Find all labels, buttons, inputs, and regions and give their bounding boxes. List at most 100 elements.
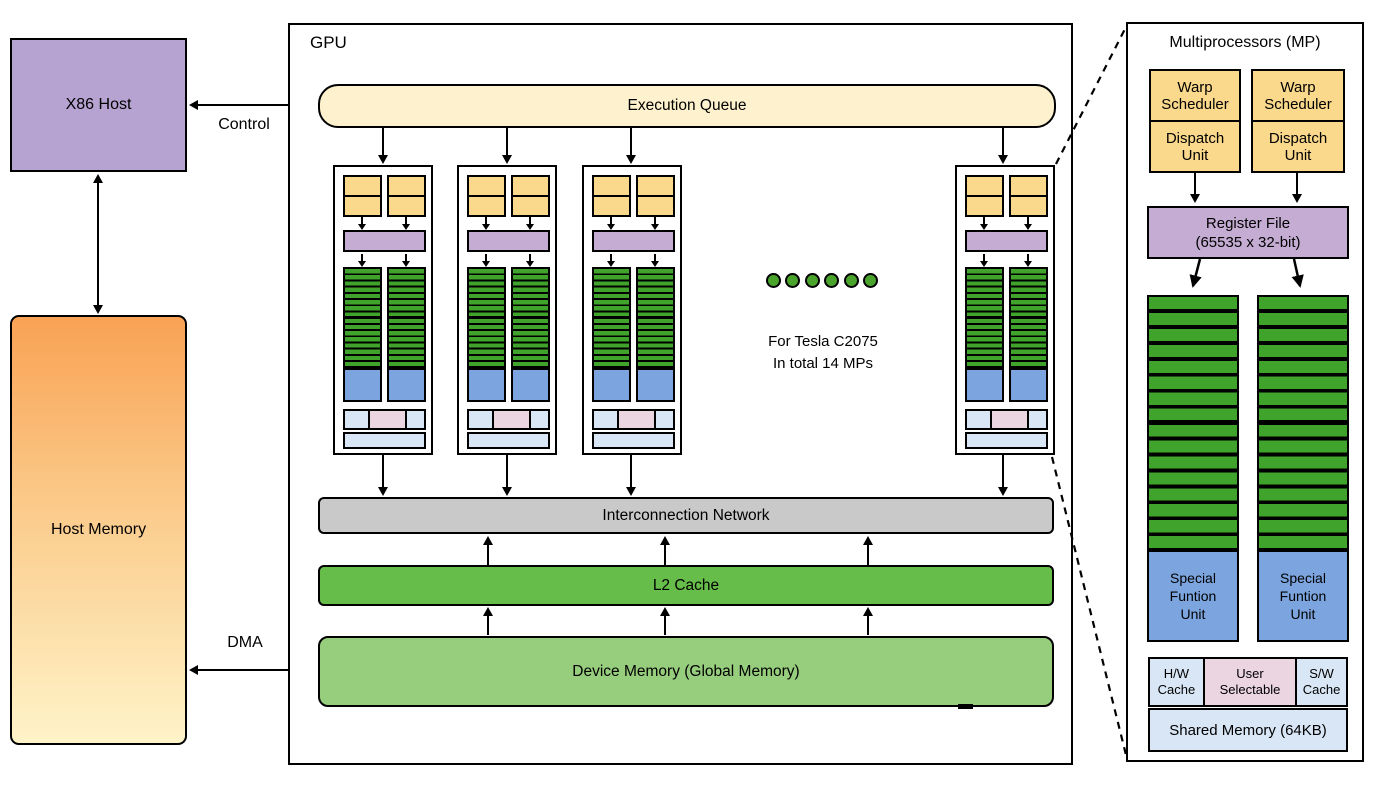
mini-core-column — [343, 267, 382, 368]
mini-core-column — [965, 267, 1004, 368]
hw-cache-cell: H/W Cache — [1150, 659, 1205, 705]
mini-user-selectable — [493, 411, 532, 428]
x86-host-box: X86 Host — [10, 38, 187, 172]
mini-sw-cache — [656, 411, 673, 428]
arrow-x86-hostmemory — [96, 183, 100, 305]
mp-block-4 — [955, 165, 1055, 455]
mini-core-column — [1009, 267, 1048, 368]
mini-arrow — [405, 217, 407, 224]
arrow-eq-mp1 — [381, 128, 385, 155]
mp-ellipsis-dots — [766, 273, 878, 288]
mini-shared-memory — [467, 432, 550, 449]
note-line1: For Tesla C2075 — [768, 333, 878, 350]
gpu-label: GPU — [310, 33, 347, 52]
mini-arrow — [654, 217, 656, 224]
mini-warp-scheduler — [592, 175, 631, 217]
interconnection-network-label: Interconnection Network — [602, 506, 770, 524]
mini-arrow — [983, 217, 985, 224]
mini-core-column — [511, 267, 550, 368]
dma-label: DMA — [227, 634, 263, 651]
mp-detail-title: Multiprocessors (MP) — [1169, 34, 1321, 51]
mini-register-file — [965, 230, 1048, 252]
mini-core-column — [636, 267, 675, 368]
arrow-l2-inet — [663, 545, 667, 565]
arrow-eq-mp2 — [505, 128, 509, 155]
mini-user-selectable — [369, 411, 408, 428]
mp-count-note: For Tesla C2075 In total 14 MPs — [733, 331, 913, 375]
dot — [766, 273, 781, 288]
mini-sw-cache — [407, 411, 424, 428]
arrow-warp1-rf — [1193, 172, 1197, 194]
control-label: Control — [218, 116, 270, 133]
l2-cache-bar: L2 Cache — [318, 565, 1054, 606]
mini-sw-cache — [1029, 411, 1046, 428]
mini-cache-row — [343, 409, 426, 430]
shared-memory-label: Shared Memory (64KB) — [1169, 721, 1327, 739]
mp-detail-panel: Multiprocessors (MP) Warp Scheduler Disp… — [1126, 22, 1364, 762]
mini-warp-scheduler — [511, 175, 550, 217]
mini-cache-row — [592, 409, 675, 430]
mini-warp-scheduler — [965, 175, 1004, 217]
mini-warp-scheduler — [1009, 175, 1048, 217]
mini-cache-row — [965, 409, 1048, 430]
warp-scheduler-label: Warp Scheduler — [1151, 71, 1239, 122]
mini-warp-scheduler — [343, 175, 382, 217]
mini-register-file — [592, 230, 675, 252]
mini-sw-cache — [531, 411, 548, 428]
mini-user-selectable — [618, 411, 657, 428]
dot — [804, 273, 820, 288]
warp-scheduler-box: Warp Scheduler Dispatch Unit — [1149, 69, 1241, 173]
arrow-eq-mp4 — [1001, 128, 1005, 155]
dot — [843, 273, 859, 288]
arrow-mp2-inet — [505, 455, 509, 487]
mini-sfu — [636, 368, 675, 402]
mini-sfu — [387, 368, 426, 402]
mini-arrow — [485, 254, 487, 261]
arrow-dma-link — [198, 668, 308, 672]
mini-sfu — [592, 368, 631, 402]
mini-warp-scheduler — [467, 175, 506, 217]
dot — [862, 273, 878, 288]
execution-queue-box: Execution Queue — [318, 84, 1056, 128]
cache-config-row: H/W Cache User Selectable S/W Cache — [1148, 657, 1348, 707]
special-function-unit-box: Special Funtion Unit — [1147, 550, 1239, 642]
register-file-box: Register File (65535 x 32-bit) — [1147, 206, 1349, 259]
mini-arrow — [610, 217, 612, 224]
mini-hw-cache — [469, 411, 494, 428]
mini-arrow — [529, 217, 531, 224]
arrow-eq-mp3 — [629, 128, 633, 155]
arrow-mp3-inet — [629, 455, 633, 487]
warp-scheduler-box: Warp Scheduler Dispatch Unit — [1251, 69, 1345, 173]
mini-shared-memory — [343, 432, 426, 449]
mini-user-selectable — [991, 411, 1030, 428]
mini-arrow — [485, 217, 487, 224]
arrow-control-link — [198, 103, 308, 107]
execution-queue-label: Execution Queue — [627, 97, 747, 114]
mini-sfu — [965, 368, 1004, 402]
dispatch-unit-label: Dispatch Unit — [1268, 129, 1328, 164]
warp-scheduler-label: Warp Scheduler — [1253, 71, 1343, 122]
arrow-mp1-inet — [381, 455, 385, 487]
shared-memory-box: Shared Memory (64KB) — [1148, 708, 1348, 752]
mini-sfu — [343, 368, 382, 402]
mini-core-column — [592, 267, 631, 368]
l2-cache-label: L2 Cache — [652, 576, 720, 594]
arrow-devmem-l2 — [663, 616, 667, 635]
host-memory-label: Host Memory — [50, 521, 147, 538]
mini-shared-memory — [592, 432, 675, 449]
core-column — [1147, 295, 1239, 550]
mini-warp-scheduler — [636, 175, 675, 217]
mini-warp-scheduler — [387, 175, 426, 217]
mp-block-1 — [333, 165, 433, 455]
arrow-warp2-rf — [1295, 172, 1299, 194]
device-memory-label: Device Memory (Global Memory) — [572, 662, 800, 680]
mini-core-column — [387, 267, 426, 368]
mp-block-2 — [457, 165, 557, 455]
stray-mark — [958, 704, 973, 709]
mini-sfu — [511, 368, 550, 402]
mini-arrow — [983, 254, 985, 261]
host-memory-box: Host Memory — [10, 315, 187, 745]
mini-sfu — [467, 368, 506, 402]
x86-host-label: X86 Host — [65, 96, 132, 113]
mini-hw-cache — [594, 411, 619, 428]
